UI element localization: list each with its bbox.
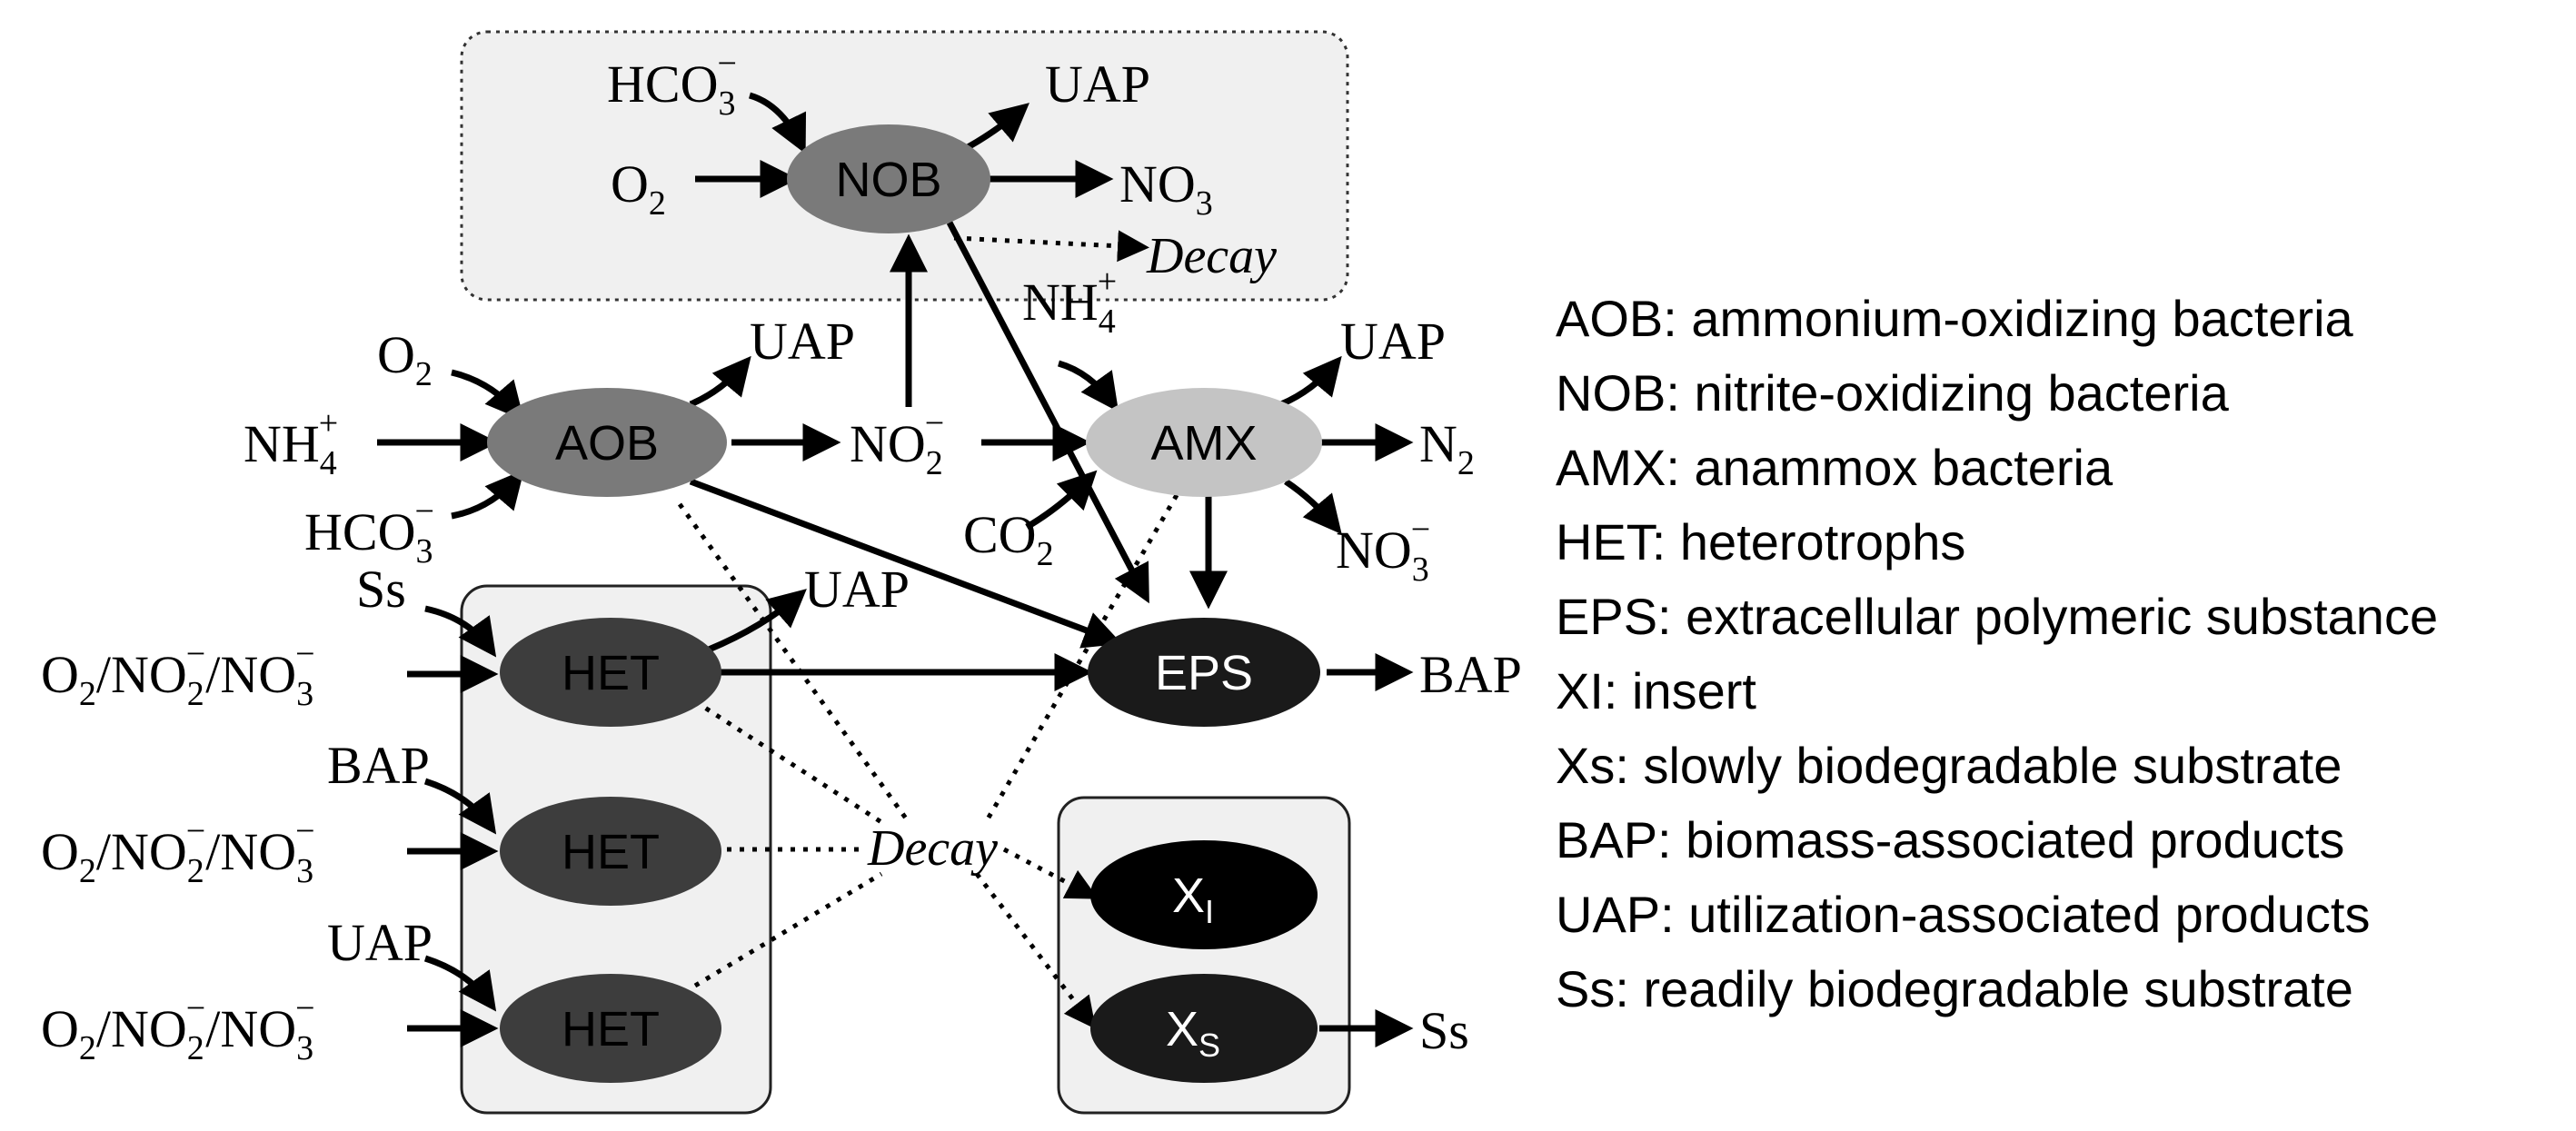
amx-to-no3-arrow	[1284, 479, 1342, 535]
n2-label: N2	[1419, 414, 1475, 482]
aob-decay-line	[677, 502, 911, 824]
co2-label: CO2	[963, 505, 1054, 573]
uap-label-amx: UAP	[1340, 312, 1446, 371]
ss-label-xs: Ss	[1419, 1001, 1469, 1060]
hco3-label-top: HCO3−	[607, 45, 737, 123]
nob-node	[787, 124, 990, 233]
het3-decay-line	[693, 871, 883, 988]
aob-node-label: AOB	[555, 416, 659, 471]
electron-acceptor-label-3: O2/NO2−/NO3−	[41, 989, 315, 1067]
no3-label-amx: NO3−	[1336, 511, 1430, 589]
het-node-2	[500, 797, 721, 906]
eps-node	[1088, 618, 1320, 727]
svg-text:O2/NO2−/NO3−: O2/NO2−/NO3−	[41, 635, 315, 713]
het-node-3-label: HET	[562, 1002, 660, 1057]
bap-label-eps: BAP	[1419, 645, 1522, 704]
xs-node	[1090, 974, 1318, 1083]
amx-node-label: AMX	[1150, 416, 1257, 471]
legend-item: EPS: extracellular polymeric substance	[1556, 588, 2438, 645]
hco3-label-aob: HCO3−	[304, 492, 434, 570]
het-node-2-label: HET	[562, 825, 660, 879]
nh4-label-aob: NH4+	[244, 404, 338, 482]
co2-to-amx-arrow	[1025, 470, 1098, 531]
uap-to-het3-arrow	[423, 955, 497, 1012]
nob-node-label: NOB	[835, 153, 941, 207]
legend-item: AOB: ammonium-oxidizing bacteria	[1556, 290, 2354, 347]
svg-text:O2/NO2−/NO3−: O2/NO2−/NO3−	[41, 989, 315, 1067]
legend-item: XI: insert	[1556, 662, 1756, 719]
electron-acceptor-label-2: O2/NO2−/NO3−	[41, 812, 315, 890]
xi-node-label: XI	[1172, 868, 1214, 930]
aob-to-uap-arrow	[689, 355, 751, 408]
legend: AOB: ammonium-oxidizing bacteria NOB: ni…	[1556, 290, 2438, 1017]
uap-label-het3: UAP	[327, 913, 433, 972]
eps-node-label: EPS	[1155, 646, 1253, 700]
legend-item: AMX: anammox bacteria	[1556, 439, 2114, 496]
hco3-to-nob-arrow	[748, 92, 807, 154]
uap-label-nob: UAP	[1045, 55, 1150, 114]
hco3-to-aob-arrow	[451, 470, 524, 520]
het-node-1	[500, 618, 721, 727]
xs-node-label: XS	[1166, 1002, 1220, 1064]
o2-label-aob: O2	[377, 325, 433, 393]
no2-label: NO2−	[850, 404, 944, 482]
legend-item: UAP: utilization-associated products	[1556, 886, 2370, 943]
nh4-to-amx-arrow	[1057, 360, 1119, 412]
aob-node	[487, 388, 727, 497]
legend-item: NOB: nitrite-oxidizing bacteria	[1556, 364, 2230, 422]
aob-to-eps-arrow	[689, 478, 1122, 649]
no3-label-nob: NO3	[1119, 154, 1213, 223]
decay-to-xi-line	[1002, 847, 1099, 899]
bap-to-het2-arrow	[423, 778, 497, 835]
het-node-1-label: HET	[562, 646, 660, 700]
o2-label-nob: O2	[611, 154, 666, 223]
nob-decay-line	[953, 230, 1149, 263]
decay-to-xs-line	[975, 872, 1097, 1029]
svg-text:O2/NO2−/NO3−: O2/NO2−/NO3−	[41, 812, 315, 890]
het-node-3	[500, 974, 721, 1083]
electron-acceptor-label-1: O2/NO2−/NO3−	[41, 635, 315, 713]
legend-item: Ss: readily biodegradable substrate	[1556, 960, 2353, 1017]
decay-label-center: Decay	[867, 820, 998, 877]
amx-to-uap-arrow	[1279, 355, 1342, 408]
bap-label-het: BAP	[327, 736, 430, 795]
nh4-label-amx: NH4+	[1022, 263, 1117, 341]
xi-node	[1090, 840, 1318, 949]
het1-to-uap-arrow	[707, 589, 807, 653]
nob-to-eps-arrow	[946, 221, 1149, 604]
legend-item: HET: heterotrophs	[1556, 513, 1965, 570]
o2-to-aob-arrow	[451, 369, 524, 421]
uap-label-aob: UAP	[750, 312, 855, 371]
ss-label-het: Ss	[356, 560, 406, 619]
uap-label-het: UAP	[804, 560, 910, 619]
amx-node	[1086, 388, 1322, 497]
decay-label-nob: Decay	[1146, 228, 1277, 284]
legend-item: BAP: biomass-associated products	[1556, 811, 2344, 868]
legend-item: Xs: slowly biodegradable substrate	[1556, 737, 2342, 794]
ss-to-het1-arrow	[424, 605, 497, 658]
